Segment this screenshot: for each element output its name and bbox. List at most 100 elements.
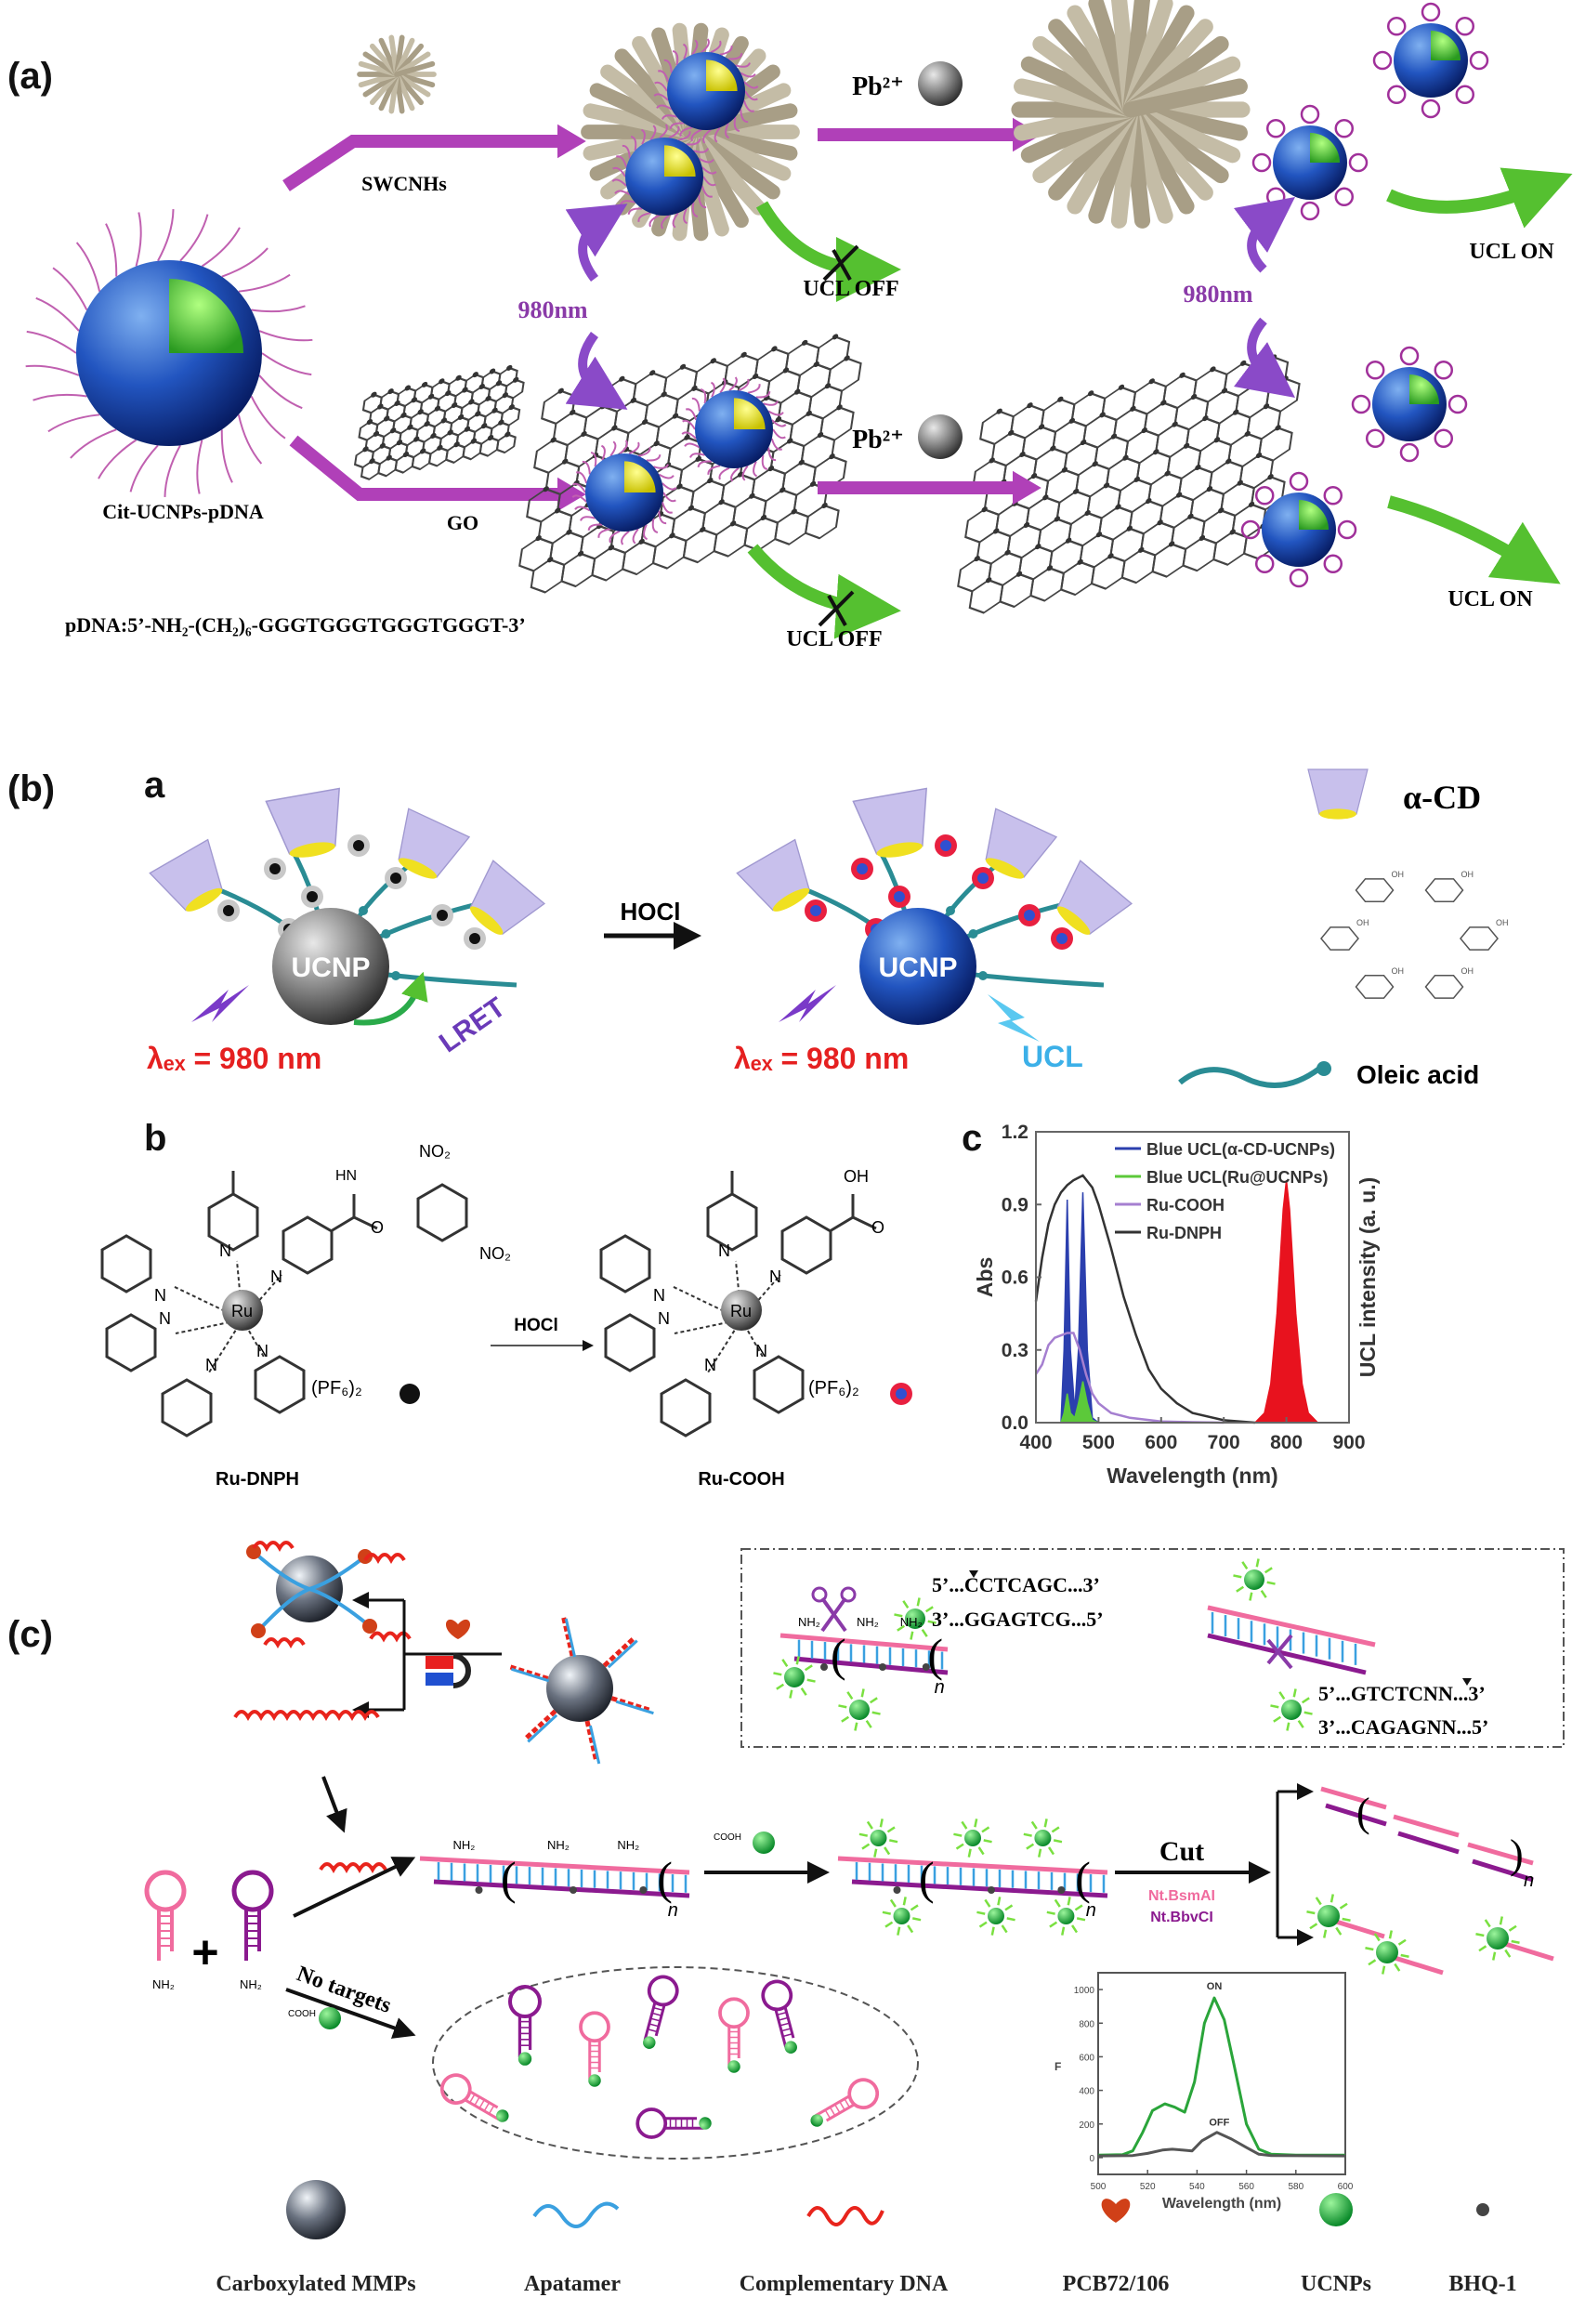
base-pair bbox=[488, 2105, 495, 2115]
emission-ray bbox=[1508, 1924, 1517, 1932]
carbon-atom bbox=[373, 430, 380, 437]
aptamer-dna-duplex bbox=[584, 1720, 599, 1762]
dna-strand bbox=[710, 381, 715, 398]
panel-c-label: (c) bbox=[7, 1614, 53, 1655]
dna-strand bbox=[767, 447, 777, 462]
dna-strand bbox=[657, 70, 670, 83]
dna-strand bbox=[710, 40, 722, 54]
x-axis-label: Wavelength (nm) bbox=[1107, 1464, 1277, 1488]
ucnp-sphere bbox=[1376, 1941, 1398, 1963]
carbon-atom bbox=[1015, 571, 1023, 577]
hydroxyl-label: OH bbox=[1392, 870, 1405, 879]
ru-dnph-dot bbox=[269, 863, 281, 874]
oleic-head bbox=[381, 929, 391, 939]
nitrogen-label: N bbox=[159, 1309, 171, 1328]
alpha-cd-cone bbox=[469, 860, 546, 936]
carbon-ring bbox=[979, 410, 1015, 445]
emission-ray bbox=[1382, 1965, 1386, 1975]
alpha-cd-cone bbox=[852, 787, 927, 858]
dna-strand bbox=[686, 138, 701, 146]
go-label: GO bbox=[447, 511, 478, 534]
ru-cooh-label: Ru-COOH bbox=[698, 1469, 784, 1490]
y-tick-label: 400 bbox=[1079, 2087, 1094, 2097]
dna-strand bbox=[582, 460, 591, 475]
aptamer-strand bbox=[607, 1639, 638, 1669]
g-quadruplex-loop bbox=[1434, 428, 1454, 449]
g-quadruplex-loop bbox=[1469, 50, 1489, 71]
carbon-ring bbox=[591, 546, 627, 582]
carbon-atom bbox=[787, 438, 793, 444]
emission-ray bbox=[800, 1687, 807, 1696]
emission-ray bbox=[879, 1818, 884, 1828]
repeat-n: n bbox=[935, 1677, 945, 1698]
ucnp-sphere bbox=[988, 1908, 1004, 1924]
emission-ray bbox=[1323, 1929, 1328, 1938]
released-dna bbox=[263, 1637, 306, 1648]
released-dna bbox=[252, 1541, 295, 1552]
dna-strand bbox=[743, 81, 759, 89]
carbon-atom bbox=[581, 431, 587, 438]
emission-ray bbox=[1339, 1902, 1348, 1910]
bhq-quencher bbox=[922, 1663, 930, 1671]
hydroxyl-label: OH bbox=[1461, 966, 1474, 976]
emission-ray bbox=[1297, 1719, 1304, 1728]
aptamer-strand bbox=[588, 1725, 601, 1765]
hairpin-loop bbox=[507, 1984, 543, 2018]
excitation-lightning-icon bbox=[779, 985, 836, 1022]
carbon-atom bbox=[1141, 427, 1147, 434]
carbon-atom bbox=[707, 478, 714, 484]
carbon-atom bbox=[1251, 382, 1258, 388]
emission-ray bbox=[1499, 1916, 1503, 1925]
carbon-ring bbox=[957, 557, 992, 593]
carbon-atom bbox=[440, 417, 447, 424]
legend-label: PCB72/106 bbox=[1063, 2272, 1170, 2296]
enzyme-nt-bsmai: Nt.BsmAI bbox=[1148, 1888, 1215, 1904]
emission-ray bbox=[1046, 1910, 1055, 1915]
dna-strand bbox=[614, 190, 631, 196]
dna-strand bbox=[649, 125, 657, 141]
aptamer-strand bbox=[615, 1700, 654, 1715]
emission-lightning-icon bbox=[988, 994, 1040, 1042]
carbon-atom bbox=[1133, 476, 1140, 482]
dna-strand bbox=[105, 223, 118, 277]
carbon-atom bbox=[366, 419, 373, 426]
dna-strand bbox=[646, 454, 662, 462]
carbon-atom bbox=[437, 444, 443, 451]
bracket: ( bbox=[927, 1629, 943, 1681]
dna-strand bbox=[612, 166, 626, 177]
carbon-atom bbox=[1206, 486, 1213, 492]
carbon-ring bbox=[713, 522, 749, 558]
nitrogen-label: N bbox=[256, 1342, 269, 1360]
ru-dnph-dot bbox=[353, 840, 364, 851]
emission-ray bbox=[977, 1846, 985, 1856]
g-quadruplex-loop bbox=[1365, 360, 1385, 380]
nitrogen-label: N bbox=[769, 1267, 781, 1286]
dna-strand bbox=[767, 410, 784, 416]
ucl-off-arrow bbox=[755, 201, 901, 302]
pyridine-ring bbox=[660, 1378, 712, 1438]
aptamer-dna-duplex bbox=[507, 1663, 549, 1681]
pink-strand bbox=[779, 1633, 949, 1652]
counterion-label-left: (PF₆)₂ bbox=[311, 1378, 362, 1398]
carbon-atom bbox=[487, 435, 494, 441]
bhq-quencher bbox=[1057, 1886, 1066, 1894]
dna-strand bbox=[640, 128, 646, 145]
stem bbox=[774, 2009, 788, 2048]
ucnp-sphere bbox=[588, 2074, 601, 2087]
hairpin-loop bbox=[579, 2011, 610, 2043]
emission-ray bbox=[955, 1843, 964, 1850]
series-on bbox=[1097, 1996, 1345, 2157]
carbon-atom bbox=[400, 412, 407, 418]
hairpin-loop bbox=[847, 2078, 880, 2109]
ucnp-sphere bbox=[319, 2007, 341, 2029]
emission-ray bbox=[961, 1820, 968, 1830]
g-quadruplex-loop bbox=[1421, 2, 1441, 22]
carbon-atom bbox=[844, 355, 850, 361]
pyridine-ring bbox=[282, 1215, 334, 1275]
dna-strand bbox=[47, 414, 100, 433]
ucnp-sphere bbox=[517, 2052, 532, 2066]
probe-label: Cit-UCNPs-pDNA bbox=[102, 500, 264, 523]
carbon-atom bbox=[1239, 360, 1247, 366]
